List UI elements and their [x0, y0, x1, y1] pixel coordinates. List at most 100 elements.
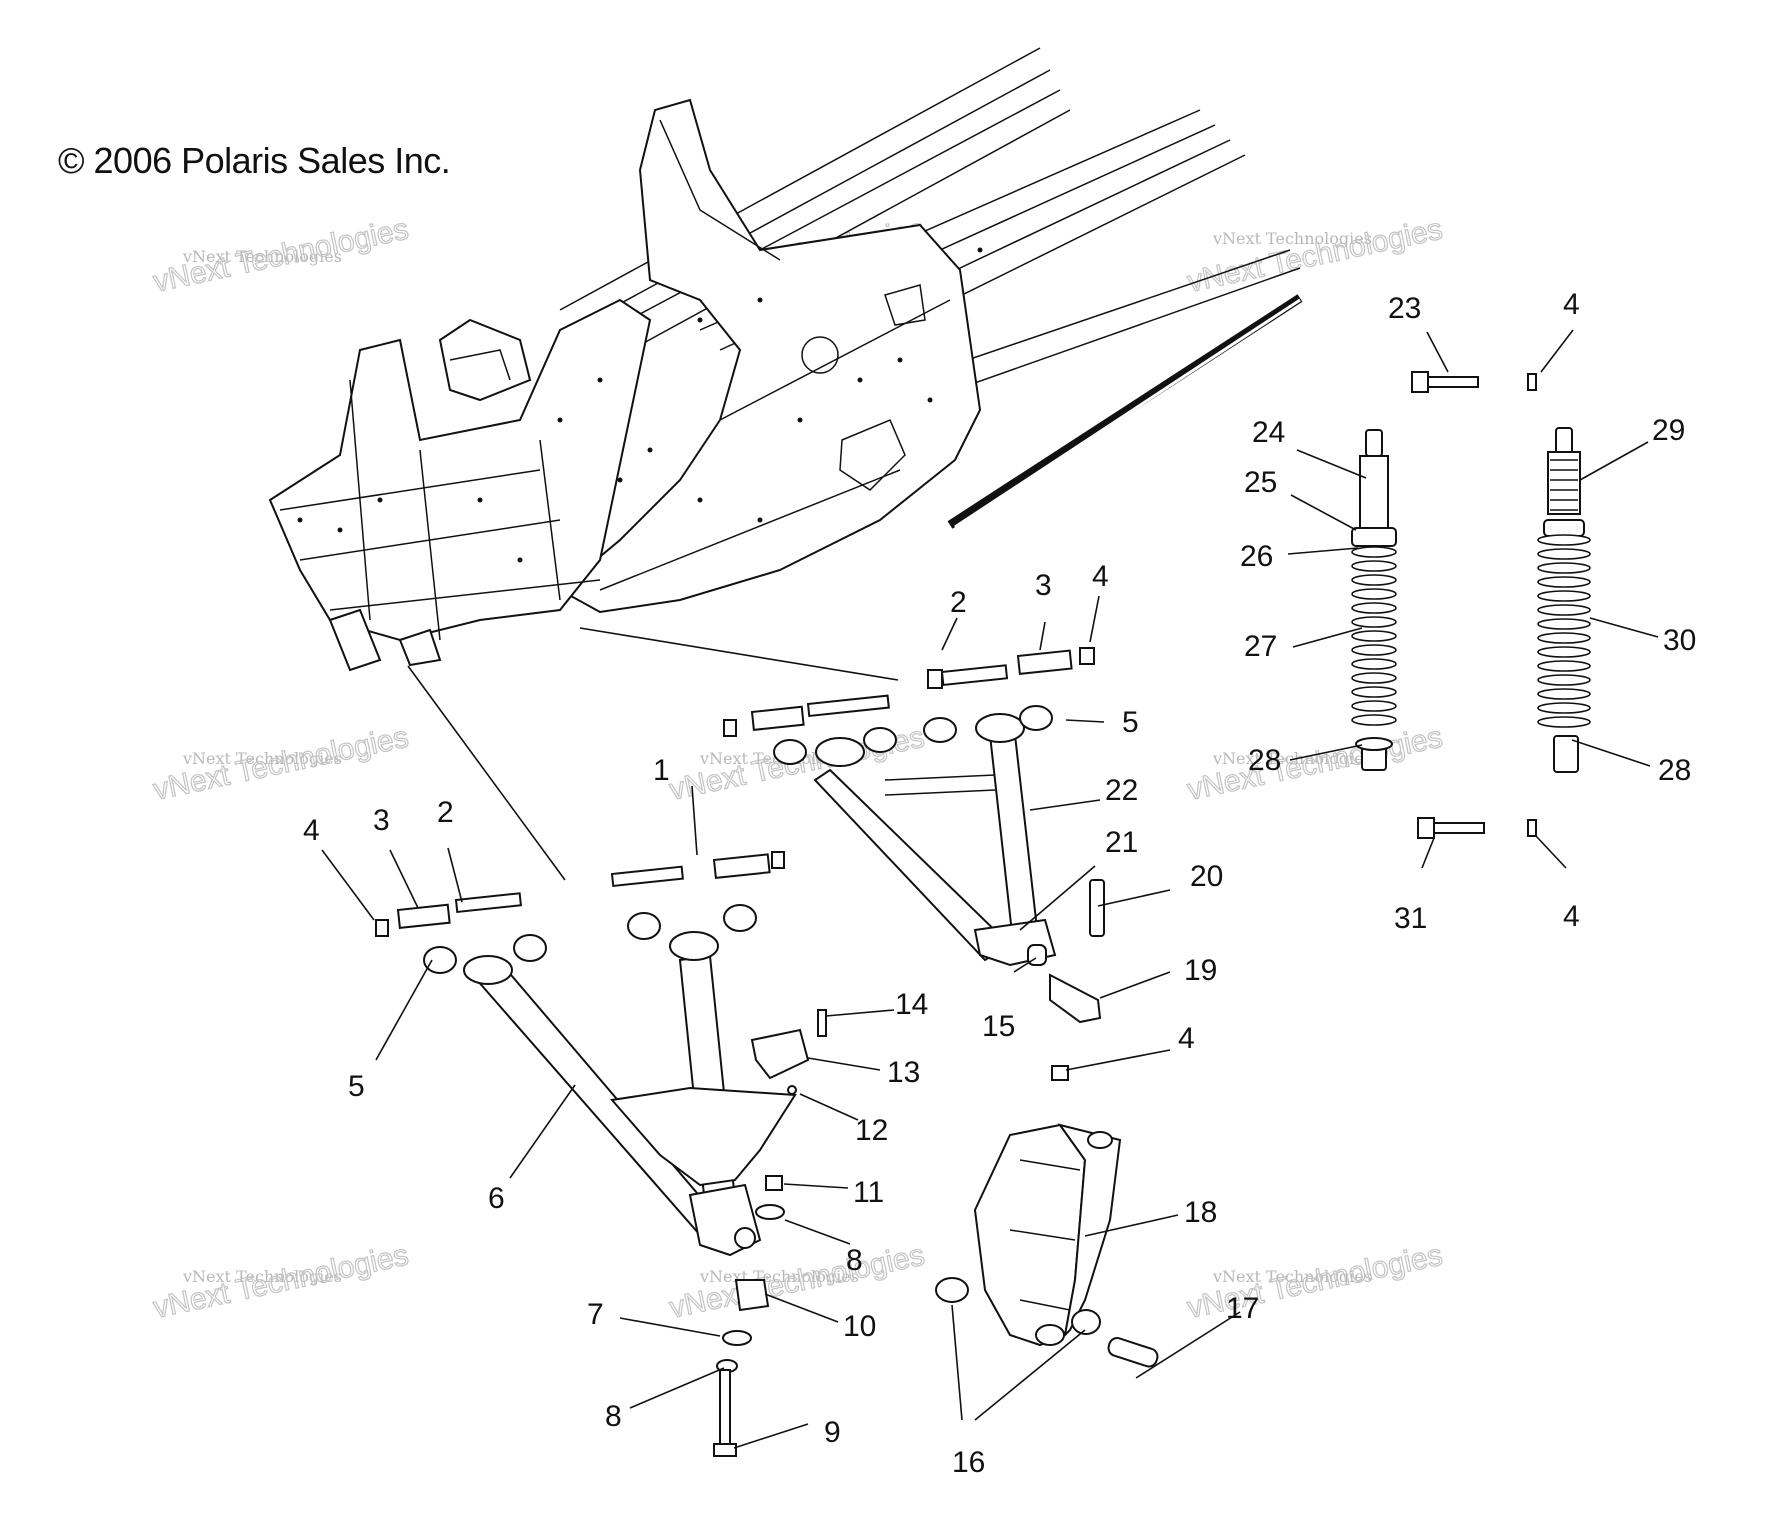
- watermark-text: vNext Technologies: [182, 1267, 342, 1286]
- callout-5-upper: 5: [1122, 706, 1139, 739]
- callout-16: 16: [952, 1446, 985, 1479]
- screw-14: [817, 1009, 827, 1037]
- spring-coil: [1351, 602, 1397, 614]
- spring-coil: [1351, 714, 1397, 726]
- callout-25: 25: [1244, 466, 1277, 499]
- callout-8-top: 8: [846, 1244, 863, 1277]
- callout-28-left: 28: [1248, 744, 1281, 777]
- bolt-2-head-upper: [927, 669, 943, 689]
- bolt-2-lower: [454, 892, 523, 914]
- spring-coil: [1351, 616, 1397, 628]
- spring-coil: [1351, 588, 1397, 600]
- callout-2-lower: 2: [437, 796, 454, 829]
- bolt-2-upper: [940, 664, 1009, 687]
- bolt-23-head: [1411, 371, 1429, 393]
- spring-coil: [1537, 590, 1591, 602]
- bolt-9: [719, 1369, 731, 1447]
- bracket-13: [750, 1028, 810, 1080]
- nut-4-bottom: [1527, 819, 1537, 837]
- callout-4-shock-top: 4: [1563, 288, 1580, 321]
- callout-5-lower: 5: [348, 1070, 365, 1103]
- watermark-text: vNext Technologies: [1212, 1267, 1372, 1286]
- watermark-text: vNext Technologies: [182, 749, 342, 768]
- nut-11: [765, 1175, 783, 1191]
- bushing-16-a: [935, 1277, 969, 1303]
- chassis-frame: [268, 47, 1303, 881]
- spring-coil: [1351, 574, 1397, 586]
- callout-10: 10: [843, 1310, 876, 1343]
- bushing-lower-right: [712, 853, 771, 880]
- bolt-upper-left: [806, 694, 890, 718]
- pin-17: [1107, 1337, 1159, 1368]
- callout-labels: 1 2 2 3 3 4 4 4 4 4 5 5 6 7 8 8 9 10 11 …: [303, 288, 1696, 1479]
- bolt-23-shank: [1427, 376, 1479, 388]
- callout-9: 9: [824, 1416, 841, 1449]
- spring-coil: [1351, 644, 1397, 656]
- snap-ring-7: [722, 1330, 752, 1346]
- bushing-16-b: [1071, 1309, 1101, 1335]
- callout-28-right: 28: [1658, 754, 1691, 787]
- bolt-31-shank: [1433, 822, 1485, 834]
- spring-coil: [1351, 686, 1397, 698]
- bushing-3-lower: [396, 903, 451, 930]
- watermark-text: vNext Technologies: [1185, 213, 1446, 299]
- spring-coil: [1537, 618, 1591, 630]
- pin-20: [1089, 879, 1105, 937]
- ball-joint-10: [734, 1279, 770, 1312]
- spring-coil: [1537, 562, 1591, 574]
- leader-lines: [321, 329, 1659, 1449]
- spring-coil: [1537, 548, 1591, 560]
- spring-coil: [1351, 658, 1397, 670]
- callout-18: 18: [1184, 1196, 1217, 1229]
- watermark-text: vNext Technologies: [1212, 749, 1372, 768]
- spring-coil: [1537, 604, 1591, 616]
- bushing-3-upper: [1016, 649, 1073, 676]
- nut-lower-right: [771, 851, 785, 869]
- callout-3-lower: 3: [373, 804, 390, 837]
- bolt-9-head: [713, 1443, 737, 1457]
- spring-coil: [1537, 688, 1591, 700]
- spring-coil: [1537, 660, 1591, 672]
- callout-4-mid: 4: [1178, 1022, 1195, 1055]
- callout-21: 21: [1105, 826, 1138, 859]
- upper-control-arm: [813, 713, 1057, 967]
- shock-right: [1537, 427, 1591, 773]
- washer-12: [787, 1085, 797, 1095]
- spring-coil: [1537, 716, 1591, 728]
- callout-23: 23: [1388, 292, 1421, 325]
- spring-coil: [1351, 560, 1397, 572]
- callout-4-lower-arm: 4: [303, 814, 320, 847]
- lower-control-arm: [463, 931, 797, 1257]
- callout-22: 22: [1105, 774, 1138, 807]
- callout-4-upper-arm: 4: [1092, 560, 1109, 593]
- callout-26: 26: [1240, 540, 1273, 573]
- nut-4-top: [1527, 373, 1537, 391]
- callout-14: 14: [895, 988, 928, 1021]
- nut-upper-left: [723, 719, 737, 737]
- bolt-31-head: [1417, 817, 1435, 839]
- callout-27: 27: [1244, 630, 1277, 663]
- callout-7: 7: [587, 1298, 604, 1331]
- callout-4-shock-bottom: 4: [1563, 900, 1580, 933]
- callout-19: 19: [1184, 954, 1217, 987]
- callout-30: 30: [1663, 624, 1696, 657]
- callout-12: 12: [855, 1114, 888, 1147]
- spring-coil: [1537, 632, 1591, 644]
- callout-29: 29: [1652, 414, 1685, 447]
- nut-4-upper: [1079, 647, 1095, 665]
- spring-coil: [1537, 674, 1591, 686]
- callout-13: 13: [887, 1056, 920, 1089]
- copyright-text: © 2006 Polaris Sales Inc.: [58, 140, 451, 181]
- spindle: [973, 1123, 1122, 1347]
- spring-coil: [1537, 702, 1591, 714]
- callout-15: 15: [982, 1010, 1015, 1043]
- spring-coil: [1351, 672, 1397, 684]
- callout-2-upper: 2: [950, 586, 967, 619]
- bolt-lower-right: [610, 865, 684, 888]
- hardware-parts: [375, 371, 1537, 1457]
- callout-11: 11: [853, 1176, 884, 1209]
- nut-4-lower: [375, 919, 389, 937]
- bushing-upper-left: [750, 705, 805, 732]
